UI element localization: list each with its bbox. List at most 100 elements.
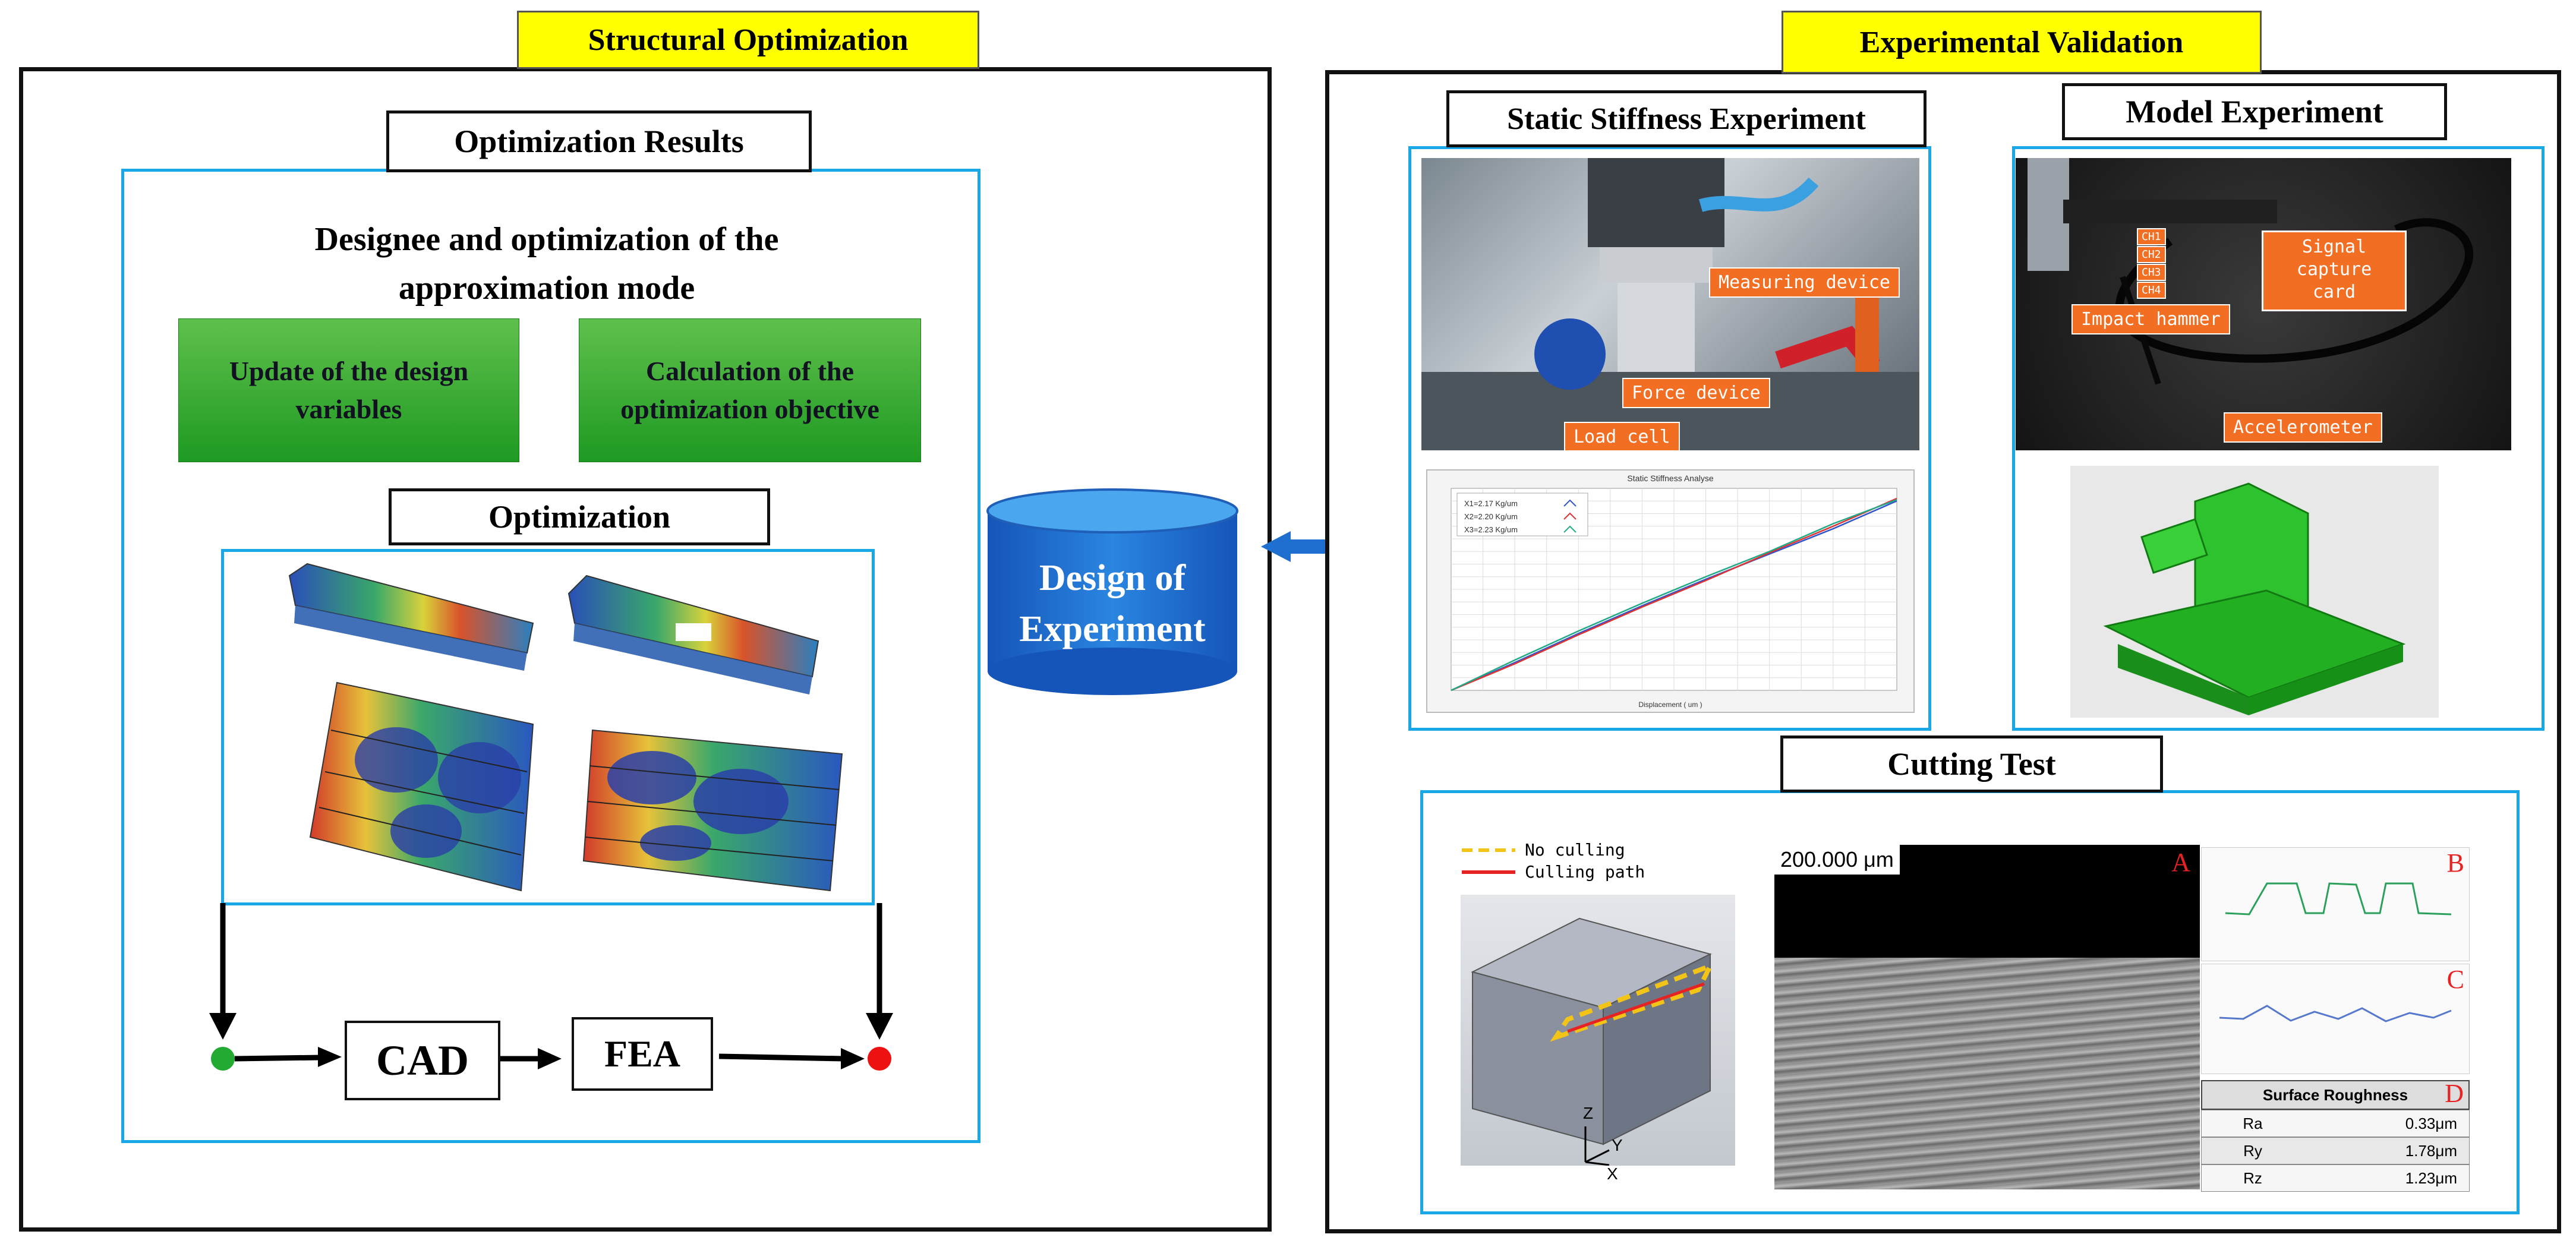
legend-entry-1: X1=2.17 Kg/um xyxy=(1464,499,1518,508)
structural-optimization-title: Structural Optimization xyxy=(517,11,979,69)
signal-line3: card xyxy=(2312,282,2356,302)
stiffness-chart-svg: Static Stiffness Analyse Displacement ( … xyxy=(1451,474,1897,709)
roughness-param: Ra xyxy=(2243,1115,2263,1132)
load-cell-tag: Load cell xyxy=(1564,422,1680,450)
static-stiffness-photo: Measuring device Force device Load cell xyxy=(1421,158,1919,450)
signal-card: Signal capture card xyxy=(2262,231,2407,311)
cad-fea-flow xyxy=(209,903,893,1071)
profile-c: C xyxy=(2201,964,2470,1074)
roughness-value: 1.78μm xyxy=(2405,1142,2457,1160)
start-node xyxy=(211,1047,235,1071)
legend-entry-2: X2=2.20 Kg/um xyxy=(1464,512,1518,521)
optimization-results-label: Optimization Results xyxy=(386,111,812,172)
static-stiffness-panel xyxy=(1408,146,1931,731)
ch1-tag: CH1 xyxy=(2137,228,2166,245)
stiffness-chart: Static Stiffness Analyse Displacement ( … xyxy=(1426,469,1915,713)
legend-swatch-3 xyxy=(1563,525,1577,533)
series-line-2 xyxy=(1451,497,1897,692)
chart-title: Static Stiffness Analyse xyxy=(1627,474,1713,483)
cad-box: CAD xyxy=(345,1021,500,1100)
approximation-heading-line2: approximation mode xyxy=(398,270,695,307)
signal-line2: capture xyxy=(2296,259,2372,280)
ch4-tag: CH4 xyxy=(2137,282,2166,299)
ch3-tag: CH3 xyxy=(2137,264,2166,281)
optimization-label: Optimization xyxy=(389,488,770,545)
fea-box: FEA xyxy=(572,1017,713,1091)
fea-rail-right xyxy=(567,575,819,695)
doe-line2: Experiment xyxy=(1019,609,1206,649)
roughness-value: 1.23μm xyxy=(2405,1169,2457,1187)
series-line-3 xyxy=(1451,498,1897,692)
accelerometer-tag: Accelerometer xyxy=(2224,412,2382,443)
legend-entry-3: X3=2.23 Kg/um xyxy=(1464,525,1518,534)
flow-arrow-right-down xyxy=(866,903,893,1040)
end-node xyxy=(868,1047,891,1071)
static-stiffness-label: Static Stiffness Experiment xyxy=(1446,90,1927,147)
axis-z-label: Z xyxy=(1583,1104,1594,1122)
legend-solid-label: Culling path xyxy=(1525,862,1645,882)
flow-arrow-cad-fea xyxy=(499,1048,562,1069)
legend-swatch-2 xyxy=(1563,512,1577,520)
scale-bar-label: 200.000 μm xyxy=(1774,845,1900,875)
update-design-variables-box: Update of the design variables xyxy=(178,318,519,462)
model-experiment-label: Model Experiment xyxy=(2062,83,2447,140)
calc-line1: Calculation of the xyxy=(645,355,855,386)
validation-to-doe-arrow xyxy=(1261,531,1328,562)
roughness-param: Rz xyxy=(2243,1169,2262,1187)
signal-line1: Signal xyxy=(2301,236,2367,257)
green-machine-model xyxy=(2103,482,2406,715)
micrograph: 200.000 μm A xyxy=(1774,845,2200,1189)
profile-c-trace xyxy=(2219,1005,2452,1022)
cutting-test-label: Cutting Test xyxy=(1780,736,2163,793)
force-device-tag: Force device xyxy=(1622,378,1770,408)
update-line2: variables xyxy=(295,394,402,424)
fea-plate-right xyxy=(582,729,843,892)
fea-plate-left xyxy=(309,681,534,892)
structural-optimization-frame xyxy=(19,67,1272,1232)
legend-swatch-1 xyxy=(1563,499,1577,507)
flow-arrow-left-down xyxy=(209,903,237,1040)
panel-d-label: D xyxy=(2445,1079,2464,1108)
model-fem-image xyxy=(2070,466,2439,718)
legend-solid-swatch xyxy=(1462,870,1515,874)
roughness-row: Rz 1.23μm xyxy=(2201,1164,2470,1192)
roughness-table: Surface Roughness D Ra 0.33μm Ry 1.78μm … xyxy=(2201,1080,2470,1192)
cube-illustration xyxy=(1471,917,1716,1166)
panel-c-label: C xyxy=(2446,965,2464,994)
measuring-device-tag: Measuring device xyxy=(1709,267,1900,298)
flow-arrow-start-cad xyxy=(234,1047,342,1067)
cutting-legend: No culling Culling path xyxy=(1462,840,1645,882)
model-experiment-photo: Signal capture card CH1 CH2 CH3 CH4 Impa… xyxy=(2016,158,2511,450)
doe-cylinder xyxy=(986,488,1238,695)
roughness-row: Ra 0.33μm xyxy=(2201,1110,2470,1137)
doe-line1: Design of xyxy=(1039,558,1186,598)
update-line1: Update of the design xyxy=(229,355,469,386)
chart-legend xyxy=(1456,493,1588,536)
series-line-1 xyxy=(1451,500,1897,692)
impact-hammer-tag: Impact hammer xyxy=(2071,304,2230,334)
roughness-title: Surface Roughness xyxy=(2262,1086,2408,1104)
roughness-param: Ry xyxy=(2243,1142,2262,1160)
impact-hammer-illustration xyxy=(2028,158,2473,385)
legend-dashed-swatch xyxy=(1462,848,1515,852)
model-experiment-panel xyxy=(2012,146,2545,731)
profile-b: B xyxy=(2201,847,2470,961)
chart-xlabel: Displacement ( um ) xyxy=(1638,700,1702,709)
legend-dashed-label: No culling xyxy=(1525,840,1625,860)
profile-b-trace xyxy=(2225,882,2452,916)
axis-x-label: X xyxy=(1607,1164,1618,1183)
workpiece-render: Z Y xyxy=(1461,895,1735,1166)
calculation-objective-box: Calculation of the optimization objectiv… xyxy=(579,318,921,462)
micrograph-surface xyxy=(1774,958,2200,1189)
roughness-row: Ry 1.78μm xyxy=(2201,1137,2470,1164)
fea-contour-renderings xyxy=(288,563,843,892)
approximation-heading: Designee and optimization of the approxi… xyxy=(250,215,844,312)
experimental-validation-title: Experimental Validation xyxy=(1782,11,2262,74)
optimization-image-panel xyxy=(221,549,875,905)
fea-rail-left xyxy=(288,563,534,671)
axis-y-label: Y xyxy=(1612,1136,1623,1154)
ch2-tag: CH2 xyxy=(2137,246,2166,263)
roughness-value: 0.33μm xyxy=(2405,1115,2457,1132)
flow-arrow-fea-end xyxy=(718,1048,865,1069)
panel-b-label: B xyxy=(2446,848,2464,877)
